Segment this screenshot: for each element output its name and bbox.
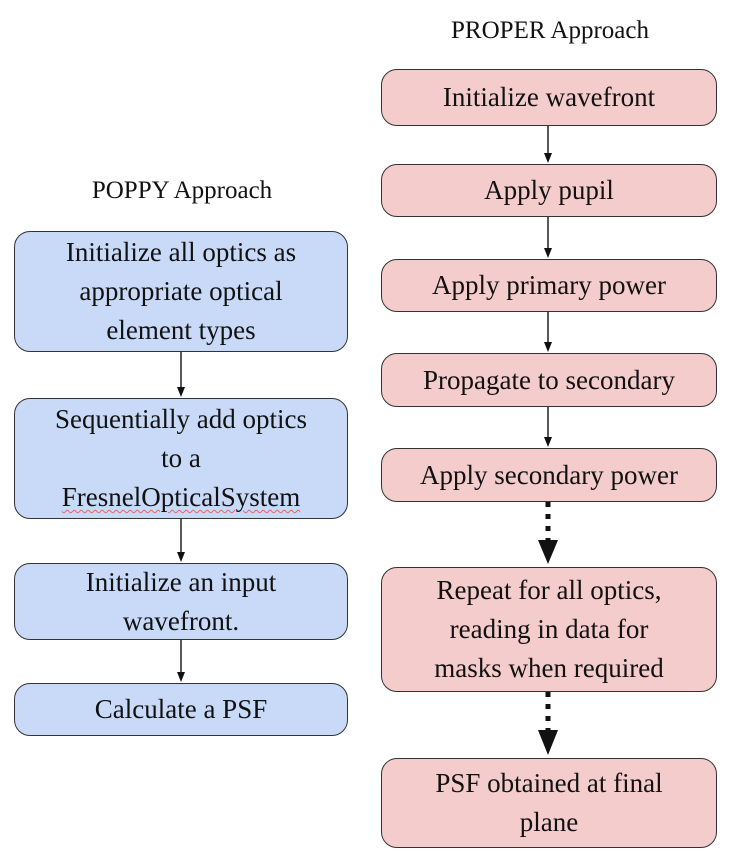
poppy-step-initialize-input-wavefront: Initialize an input wavefront. (14, 563, 348, 640)
proper-step-apply-primary-power: Apply primary power (381, 259, 717, 312)
proper-step-initialize-wavefront: Initialize wavefront (381, 69, 717, 126)
poppy-step-4-line-1: Calculate a PSF (94, 694, 268, 724)
poppy-step-1-line-2: appropriate optical (79, 276, 283, 306)
poppy-step-2-line-1: Sequentially add optics (55, 404, 307, 434)
proper-step-7-line-1: PSF obtained at final (435, 768, 663, 798)
proper-dotted-arrowhead-1 (538, 540, 558, 564)
poppy-step-initialize-optics: Initialize all optics as appropriate opt… (14, 231, 348, 352)
proper-step-3-line-1: Apply primary power (432, 270, 666, 300)
poppy-step-1-line-1: Initialize all optics as (65, 237, 297, 267)
poppy-step-1-line-3: element types (106, 315, 256, 345)
poppy-step-2-line-2: to a (161, 443, 201, 473)
proper-dotted-arrowhead-2 (538, 730, 558, 755)
proper-step-4-line-1: Propagate to secondary (423, 364, 675, 395)
poppy-step-3-line-1: Initialize an input (85, 566, 277, 597)
poppy-approach-title: POPPY Approach (91, 177, 273, 204)
poppy-step-2-line-3: FresnelOpticalSystem (61, 482, 301, 512)
proper-step-2-line-1: Apply pupil (484, 175, 614, 205)
proper-step-7-line-2: plane (519, 807, 579, 837)
proper-step-6-line-1: Repeat for all optics, (436, 575, 662, 605)
proper-step-apply-secondary-power: Apply secondary power (381, 448, 717, 502)
poppy-step-add-optics: Sequentially add optics to a FresnelOpti… (14, 398, 348, 519)
proper-step-apply-pupil: Apply pupil (381, 164, 717, 217)
proper-step-6-line-3: masks when required (434, 653, 664, 683)
proper-step-1-line-1: Initialize wavefront (442, 82, 656, 112)
proper-step-6-line-2: reading in data for (449, 614, 649, 644)
proper-step-psf-obtained: PSF obtained at final plane (381, 758, 717, 848)
poppy-step-calculate-psf: Calculate a PSF (14, 683, 348, 736)
proper-step-propagate-to-secondary: Propagate to secondary (381, 353, 717, 407)
proper-approach-title: PROPER Approach (451, 17, 649, 44)
proper-step-5-line-1: Apply secondary power (420, 459, 678, 490)
poppy-step-3-line-2: wavefront. (122, 605, 240, 636)
proper-step-repeat-for-all-optics: Repeat for all optics, reading in data f… (381, 567, 717, 692)
